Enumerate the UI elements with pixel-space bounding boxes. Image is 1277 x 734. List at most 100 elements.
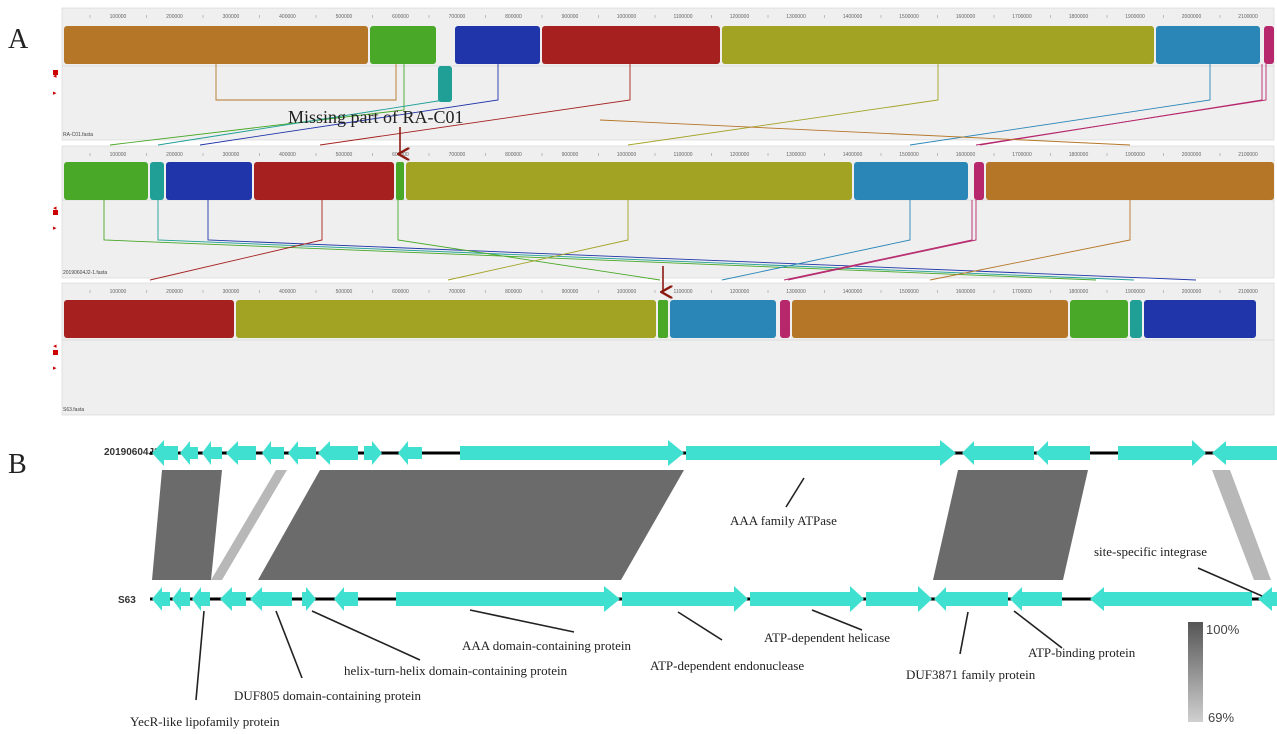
- ruler-tick-label: 900000: [562, 152, 579, 158]
- lcb-magenta: [1264, 26, 1274, 64]
- track-2-scroll-control[interactable]: ◂ ▸: [53, 204, 58, 232]
- gene-arrow: [1258, 587, 1277, 611]
- lcb-green: [370, 26, 436, 64]
- lcb-red: [542, 26, 720, 64]
- gene-arrow: [1118, 440, 1206, 466]
- track-name-2: 20190604J2-1.fasta: [63, 270, 107, 276]
- ruler-tick-label: 1200000: [730, 14, 750, 20]
- ruler-tick-label: 1100000: [673, 14, 692, 20]
- legend-min: 69%: [1208, 710, 1234, 725]
- gene-arrow: [398, 441, 422, 465]
- track-name-3: S63.fasta: [63, 407, 84, 413]
- label-yecr-protein: YecR-like lipofamily protein: [130, 714, 280, 729]
- gene-arrow: [172, 587, 190, 611]
- ruler-tick-label: 300000: [223, 289, 240, 295]
- gene-arrow: [220, 587, 246, 611]
- lcb-magenta: [974, 162, 984, 200]
- label-atp-dependent-helicase: ATP-dependent helicase: [764, 630, 890, 645]
- ruler-tick-label: 1500000: [899, 14, 919, 20]
- label-atp-binding-protein: ATP-binding protein: [1028, 645, 1136, 660]
- ruler-tick-label: 2000000: [1182, 152, 1202, 158]
- lcb-cyan: [854, 162, 968, 200]
- link-light: [211, 470, 287, 580]
- gene-arrow: [396, 586, 620, 612]
- genome-bottom-label: S63: [118, 595, 136, 606]
- track-1-blocks: [64, 26, 1274, 102]
- ruler-tick-label: 1600000: [956, 152, 976, 158]
- ruler-tick-label: 300000: [223, 14, 240, 20]
- ruler-tick-label: 1900000: [1125, 289, 1145, 295]
- ruler-tick-label: 600000: [392, 14, 409, 20]
- gene-arrow: [250, 587, 292, 611]
- lcb-cyan: [1156, 26, 1260, 64]
- gene-arrow: [202, 441, 222, 465]
- link-light: [1212, 470, 1271, 580]
- lcb-teal-inverted: [438, 66, 452, 102]
- lcb-cyan: [670, 300, 776, 338]
- ruler-tick-label: 2000000: [1182, 14, 1202, 20]
- ruler-tick-label: 500000: [336, 289, 353, 295]
- lcb-olive: [722, 26, 1154, 64]
- ruler-tick-label: 200000: [166, 289, 183, 295]
- gene-arrow: [152, 587, 170, 611]
- gene-arrow: [152, 440, 178, 466]
- ruler-tick-label: 500000: [336, 14, 353, 20]
- ruler-tick-label: 2100000: [1238, 152, 1258, 158]
- gene-arrow: [1036, 441, 1090, 465]
- gene-arrow: [334, 587, 358, 611]
- ruler-tick-label: 1000000: [617, 289, 637, 295]
- link-dark: [152, 470, 222, 580]
- panel-a-label: A: [8, 24, 29, 55]
- gene-arrow: [192, 587, 210, 611]
- ruler-tick-label: 1700000: [1012, 152, 1032, 158]
- lcb-green-small: [396, 162, 404, 200]
- identity-gradient: [1188, 622, 1203, 722]
- gene-arrow: [1212, 441, 1277, 465]
- label-duf3871-protein: DUF3871 family protein: [906, 667, 1036, 682]
- ruler-tick-label: 1400000: [843, 14, 863, 20]
- label-leaders: [195, 477, 1263, 701]
- missing-part-label: Missing part of RA-C01: [288, 107, 464, 127]
- svg-text:▸: ▸: [53, 364, 57, 372]
- gene-arrow: [460, 440, 684, 466]
- ruler-tick-label: 1000000: [617, 14, 637, 20]
- ruler-tick-label: 1300000: [786, 152, 806, 158]
- legend-max: 100%: [1206, 622, 1240, 637]
- label-atp-dependent-endonuclease: ATP-dependent endonuclease: [650, 658, 804, 673]
- track-2-blocks: [64, 162, 1274, 200]
- label-hth-protein: helix-turn-helix domain-containing prote…: [344, 663, 568, 678]
- lcb-olive: [236, 300, 656, 338]
- gene-arrow: [866, 586, 932, 612]
- ruler-tick-label: 400000: [279, 14, 296, 20]
- ruler-tick-label: 1800000: [1069, 14, 1089, 20]
- svg-text:▸: ▸: [53, 89, 57, 97]
- gene-arrow: [288, 441, 316, 465]
- ruler-tick-label: 1500000: [899, 152, 919, 158]
- ruler-tick-label: 2000000: [1182, 289, 1202, 295]
- gene-arrow: [686, 440, 956, 466]
- similarity-links: [152, 470, 1271, 580]
- track-3-blocks: [64, 300, 1256, 338]
- ruler-tick-label: 1800000: [1069, 289, 1089, 295]
- gene-arrow: [934, 587, 1008, 611]
- ruler-tick-label: 1300000: [786, 14, 806, 20]
- lcb-connectors: [103, 64, 1267, 281]
- lcb-red: [64, 300, 234, 338]
- ruler-tick-label: 100000: [110, 14, 127, 20]
- track-1-scroll-control[interactable]: ◂ ▸: [53, 70, 58, 97]
- label-aaa-domain-protein: AAA domain-containing protein: [462, 638, 631, 653]
- lcb-teal: [1130, 300, 1142, 338]
- ruler-tick-label: 400000: [279, 152, 296, 158]
- link-dark: [258, 470, 684, 580]
- svg-text:▸: ▸: [53, 224, 57, 232]
- ruler-tick-label: 700000: [449, 289, 466, 295]
- track-3-scroll-control[interactable]: ◂ ▸: [53, 342, 58, 372]
- ruler-tick-label: 700000: [449, 152, 466, 158]
- genes-bottom: [152, 586, 1277, 612]
- svg-text:◂: ◂: [53, 204, 57, 212]
- lcb-orange: [986, 162, 1274, 200]
- lcb-green-small: [658, 300, 668, 338]
- lcb-orange: [64, 26, 368, 64]
